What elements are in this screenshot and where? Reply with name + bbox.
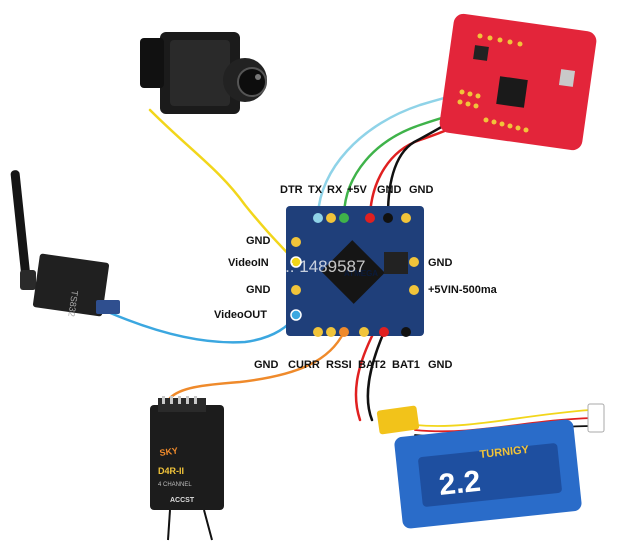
wire-battery-balance-yellow	[414, 409, 591, 427]
receiver-antenna-2	[203, 509, 213, 541]
transmitter-body	[32, 253, 110, 317]
label-curr: CURR	[288, 359, 320, 371]
label-dtr: DTR	[280, 184, 303, 196]
battery-brand: TURNIGY	[479, 444, 530, 461]
osd-left-pins	[290, 237, 302, 321]
wire-video-out	[106, 310, 298, 344]
pin-tx	[326, 213, 336, 223]
fc-chip	[496, 76, 528, 108]
label-gnd-right: GND	[428, 257, 453, 269]
receiver: SKY D4R-II 4 CHANNEL ACCST	[150, 396, 224, 541]
flight-controller	[439, 13, 597, 151]
label-5vin: +5VIN-500ma	[428, 284, 498, 296]
pin-bat2	[359, 327, 369, 337]
camera-lens-glint	[255, 74, 261, 80]
transmitter-antenna-base	[20, 270, 36, 290]
receiver-model: D4R-II	[158, 466, 184, 476]
transmitter-connector	[96, 300, 120, 314]
battery-balance-plug	[587, 403, 605, 433]
label-tx: TX	[308, 184, 323, 196]
osd-right-pins	[409, 257, 419, 295]
label-gnd-bottom-2: GND	[428, 359, 453, 371]
pin-video-out	[290, 309, 302, 321]
fc-usb-port	[558, 69, 576, 87]
battery-label	[418, 443, 562, 507]
transmitter-marking: TS832	[66, 290, 80, 318]
xt60-connector	[376, 405, 420, 435]
osd-chip	[321, 240, 385, 304]
label-5v: +5V	[347, 184, 368, 196]
wire-rssi	[168, 330, 346, 400]
store-watermark: Store No.: 1489587	[218, 257, 365, 276]
camera-face	[170, 40, 230, 106]
receiver-channels: 4 CHANNEL	[158, 482, 192, 488]
osd-board: ATMEGA	[286, 206, 424, 337]
osd-chip-label: ATMEGA	[344, 269, 378, 278]
camera-bracket	[140, 38, 164, 88]
camera-lens	[237, 67, 267, 97]
wire-battery-black	[366, 330, 386, 422]
fc-gyro	[473, 45, 489, 61]
pin-gnd-1	[383, 213, 393, 223]
label-gnd-left-1: GND	[246, 235, 271, 247]
label-video-in: VideoIN	[228, 257, 269, 269]
receiver-tag: ACCST	[170, 497, 195, 504]
label-rx: RX	[327, 184, 343, 196]
pin-bottom-gnd	[313, 327, 323, 337]
pin-bottom-gnd-2	[401, 327, 411, 337]
pin-5vin	[409, 285, 419, 295]
label-bat1: BAT1	[392, 359, 420, 371]
transmitter-antenna	[10, 170, 31, 280]
label-bat2: BAT2	[358, 359, 386, 371]
battery-capacity: 2.2	[437, 465, 482, 502]
battery: TURNIGY 2.2	[376, 403, 605, 529]
camera	[140, 32, 267, 114]
pin-left-gnd-1	[291, 237, 301, 247]
receiver-pin-block	[158, 398, 206, 412]
label-gnd-bottom-1: GND	[254, 359, 279, 371]
pin-5v	[365, 213, 375, 223]
pin-gnd-2	[401, 213, 411, 223]
wire-video-in	[148, 108, 298, 264]
pin-right-gnd	[409, 257, 419, 267]
pin-labels: DTR TX RX +5V GND GND GND VideoIN GND Vi…	[214, 184, 498, 371]
pin-bat1	[379, 327, 389, 337]
osd-top-pins	[313, 213, 411, 223]
pin-left-gnd-2	[291, 285, 301, 295]
pin-dtr	[313, 213, 323, 223]
osd-video-chip	[384, 252, 408, 274]
label-gnd-top-2: GND	[409, 184, 434, 196]
wire-battery-red	[354, 330, 376, 422]
pin-curr	[326, 327, 336, 337]
osd-bottom-pins	[313, 327, 411, 337]
receiver-body	[150, 405, 224, 510]
receiver-antenna-1	[167, 509, 171, 541]
fc-pin-header	[457, 33, 529, 133]
pin-rx	[339, 213, 349, 223]
label-gnd-top-1: GND	[377, 184, 402, 196]
pin-video-in	[290, 256, 302, 268]
label-gnd-left-2: GND	[246, 284, 271, 296]
pin-rssi	[339, 327, 349, 337]
receiver-pins	[162, 396, 197, 404]
label-video-out: VideoOUT	[214, 309, 267, 321]
video-transmitter: TS832	[10, 170, 120, 318]
label-rssi: RSSI	[326, 359, 352, 371]
receiver-brand: SKY	[159, 446, 179, 458]
